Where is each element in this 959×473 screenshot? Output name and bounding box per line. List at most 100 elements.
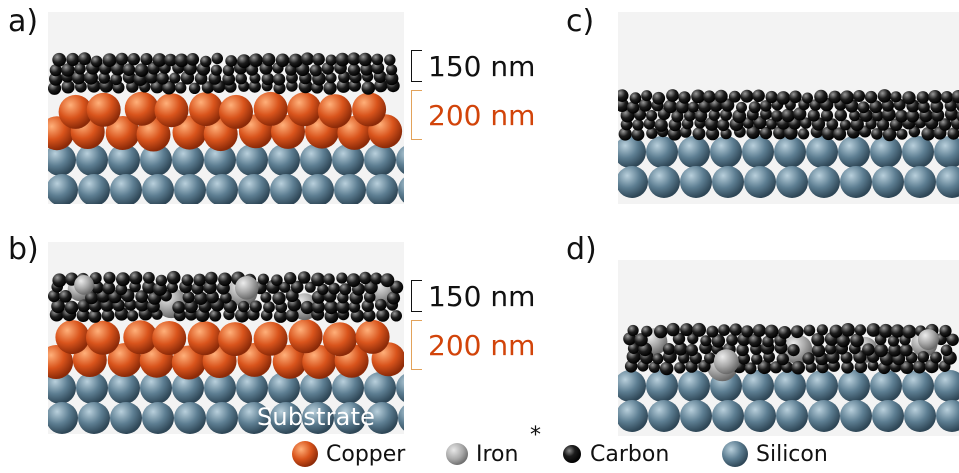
carbon-atom xyxy=(200,55,212,68)
carbon-atom xyxy=(688,101,699,113)
dimension-copper-layer-a: 200 nm xyxy=(411,90,535,140)
silicon-atom xyxy=(904,166,936,198)
carbon-atom xyxy=(938,118,952,131)
carbon-atom xyxy=(814,89,828,104)
carbon-atom xyxy=(736,101,747,113)
carbon-atom xyxy=(140,53,153,66)
bracket-icon xyxy=(411,50,422,82)
carbon-atom xyxy=(840,351,853,364)
carbon-atom xyxy=(71,70,86,85)
carbon-atom xyxy=(390,310,402,322)
silicon-atom xyxy=(808,166,840,198)
carbon-atom xyxy=(358,52,373,67)
copper-atom xyxy=(58,94,93,129)
carbon-atom xyxy=(390,280,404,294)
silicon-atom xyxy=(776,166,808,198)
carbon-atom xyxy=(273,309,288,323)
carbon-atom xyxy=(225,55,238,67)
carbon-atom xyxy=(951,90,959,104)
carbon-atom xyxy=(103,271,116,284)
silicon-atom xyxy=(680,166,712,198)
legend-label-silicon: Silicon xyxy=(756,441,828,467)
carbon-atom xyxy=(877,89,892,103)
legend-item-silicon: Silicon xyxy=(720,439,828,469)
carbon-atom xyxy=(182,291,195,304)
carbon-atom xyxy=(652,91,666,105)
carbon-atom xyxy=(263,301,275,314)
carbon-atom xyxy=(222,64,235,77)
silicon-atom xyxy=(774,136,806,168)
copper-atom xyxy=(105,116,140,150)
carbon-atom xyxy=(275,53,290,68)
carbon-atom xyxy=(753,116,767,130)
silicon-atom xyxy=(76,372,108,404)
carbon-atom xyxy=(360,62,373,76)
carbon-atom xyxy=(88,309,102,323)
legend-item-copper: Copper xyxy=(290,439,405,469)
carbon-atom xyxy=(115,283,128,296)
carbon-atom xyxy=(882,127,897,142)
carbon-atom xyxy=(386,64,398,76)
carbon-atom xyxy=(869,100,883,114)
carbon-atom xyxy=(876,118,890,131)
carbon-atom xyxy=(164,53,177,67)
silicon-atom xyxy=(48,144,76,176)
copper-atom xyxy=(86,92,121,127)
silicon-atom xyxy=(366,402,398,434)
carbon-atom xyxy=(674,362,686,374)
carbon-atom xyxy=(638,98,652,112)
carbon-atom xyxy=(76,308,90,322)
carbon-atom xyxy=(776,91,791,105)
carbon-atom xyxy=(717,118,730,132)
carbon-atom xyxy=(101,309,115,322)
carbon-atom xyxy=(325,72,337,84)
carbon-atom xyxy=(666,89,679,102)
silicon-atom xyxy=(618,136,646,168)
copper-atom xyxy=(253,91,288,126)
carbon-atom xyxy=(66,52,80,67)
carbon-atom xyxy=(829,324,843,338)
silicon-atom xyxy=(302,402,334,434)
legend-item-iron: Iron xyxy=(444,439,518,469)
silicon-atom xyxy=(806,370,838,402)
carbon-atom xyxy=(272,291,286,305)
bracket-icon xyxy=(411,320,422,370)
carbon-atom xyxy=(781,108,795,123)
carbon-atom xyxy=(347,63,361,76)
silicon-atom xyxy=(712,400,744,432)
silicon-atom xyxy=(206,402,238,434)
carbon-atom xyxy=(61,63,75,77)
carbon-atom xyxy=(85,291,99,305)
carbon-atom xyxy=(857,101,870,114)
silicon-atom xyxy=(268,372,300,404)
carbon-atom xyxy=(181,274,194,286)
copper-atom xyxy=(189,92,223,127)
carbon-atom xyxy=(626,349,641,364)
copper-atom xyxy=(48,345,74,379)
carbon-atom xyxy=(174,53,189,68)
carbon-atom xyxy=(791,360,805,375)
carbon-atom xyxy=(201,81,215,94)
carbon-atom xyxy=(862,343,875,356)
carbon-atom xyxy=(374,298,387,311)
carbon-atom xyxy=(921,127,935,141)
silicon-atom xyxy=(236,144,268,176)
copper-atom xyxy=(152,321,187,355)
carbon-atom xyxy=(142,280,156,294)
silicon-atom xyxy=(174,174,206,204)
carbon-atom xyxy=(618,89,629,102)
silicon-atom xyxy=(364,144,396,176)
carbon-atom xyxy=(648,361,660,373)
carbon-atom xyxy=(48,290,61,303)
carbon-atom xyxy=(766,118,777,130)
carbon-atom xyxy=(323,273,335,285)
carbon-atom xyxy=(371,61,385,75)
carbon-atom xyxy=(834,108,847,122)
carbon-atom xyxy=(764,324,779,339)
carbon-atom xyxy=(59,290,72,303)
carbon-atom xyxy=(49,64,62,77)
silicon-atom xyxy=(936,400,959,432)
silicon-atom xyxy=(300,372,332,404)
silicon-sphere-icon xyxy=(722,441,748,467)
carbon-atom xyxy=(90,55,103,68)
